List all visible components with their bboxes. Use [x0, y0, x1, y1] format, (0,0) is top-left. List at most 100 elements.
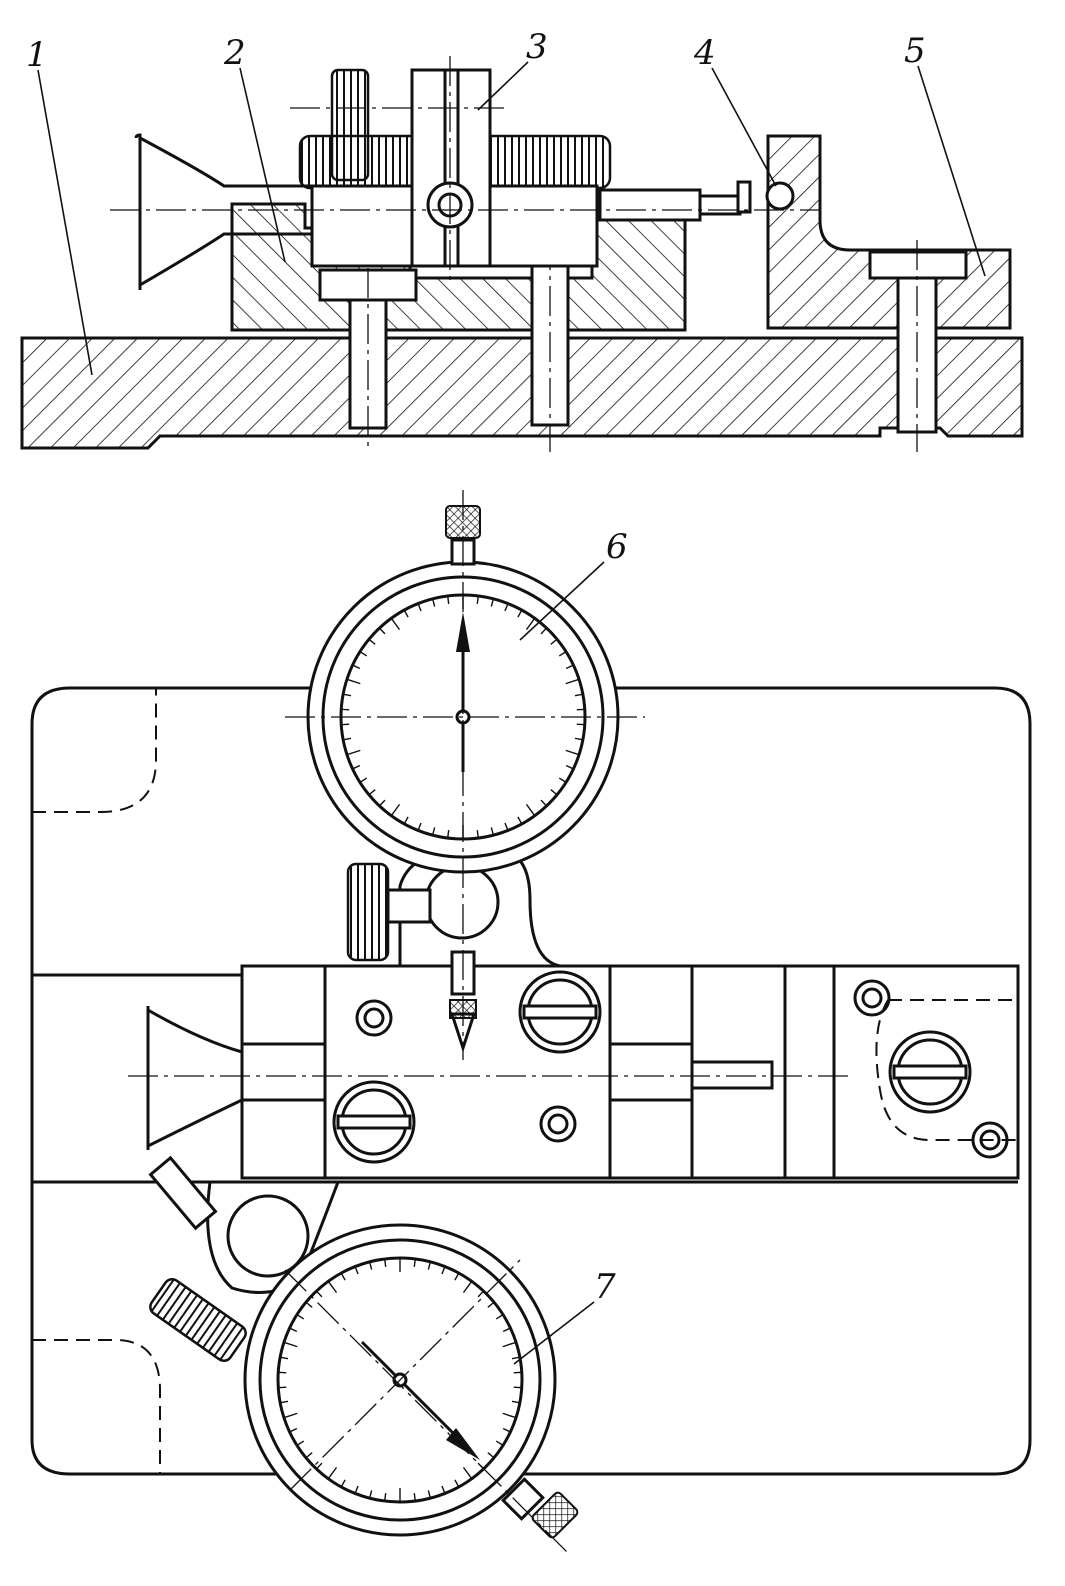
dial-tick — [487, 1301, 495, 1308]
dial-tick — [346, 749, 361, 756]
dial-tick — [384, 1258, 387, 1267]
plan-view — [30, 490, 1032, 1556]
callout-7: 7 — [594, 1267, 616, 1307]
dial-tick — [327, 1466, 338, 1480]
dial-tick — [447, 595, 450, 604]
dial-tick — [280, 1400, 289, 1404]
dial-tick — [390, 617, 401, 631]
screw-right-head — [868, 250, 968, 280]
dial-tick — [565, 678, 580, 685]
dial-tick — [565, 749, 580, 756]
dial-tick — [305, 1452, 313, 1459]
dial-tick — [283, 1341, 298, 1348]
dial-tick — [378, 799, 386, 807]
dial-tick — [280, 1356, 289, 1360]
dial-tick — [558, 777, 567, 783]
dial-tick — [574, 693, 583, 697]
dial-tick — [502, 1427, 511, 1433]
dial-tick — [431, 827, 436, 836]
dial-tick — [462, 1466, 473, 1480]
dial-tick — [441, 1266, 446, 1275]
dial-tick — [513, 1371, 522, 1374]
dial-tick — [278, 1386, 287, 1389]
callout-4: 4 — [693, 33, 716, 73]
dial-tick — [477, 1290, 485, 1298]
dial-tick — [576, 723, 585, 726]
dial-tick — [525, 617, 536, 631]
dial-tick — [296, 1314, 305, 1320]
holder-post — [410, 68, 492, 268]
dial-tick — [576, 708, 585, 711]
dial-tick — [525, 803, 536, 817]
dial-tick — [359, 651, 368, 657]
callout-5: 5 — [904, 31, 926, 71]
callout-3: 3 — [526, 27, 548, 67]
dial-tick — [413, 1493, 416, 1502]
dial-tick — [354, 1266, 359, 1275]
dial-tick — [346, 678, 361, 685]
screw-heads-plan — [332, 970, 1009, 1164]
dial-tick — [340, 1272, 346, 1281]
dial-tick — [427, 1261, 432, 1270]
dial-tick — [343, 693, 352, 697]
dial-tick — [403, 609, 409, 618]
dial-tick — [352, 764, 361, 770]
dial-tick — [289, 1327, 298, 1333]
dial-tick — [490, 827, 495, 836]
dial-tick — [476, 830, 479, 839]
dial-tick — [540, 627, 548, 635]
dial-tick — [502, 1327, 511, 1333]
base-plate-plan — [30, 686, 1032, 1476]
clamp-knob-top — [346, 862, 390, 962]
dial-tick — [490, 598, 495, 607]
callout-1: 1 — [26, 35, 48, 75]
probe-rod — [598, 188, 702, 222]
dial-tick — [502, 1341, 517, 1348]
dial-tick — [495, 1314, 504, 1320]
dial-tick — [384, 1493, 387, 1502]
dial-tick — [502, 1412, 517, 1419]
dial-tick — [417, 603, 422, 612]
dial-indicator-7 — [243, 1223, 579, 1556]
dial-tick — [511, 1356, 520, 1360]
dial-tick — [417, 822, 422, 831]
dial-tick — [558, 651, 567, 657]
specimen-section — [134, 133, 312, 290]
dial-tick — [341, 723, 350, 726]
clamp-knob-bottom — [149, 1277, 247, 1363]
ball-tip — [765, 181, 795, 211]
dial-tick — [340, 1479, 346, 1488]
bracket-section — [766, 134, 1012, 330]
dial-tick — [413, 1258, 416, 1267]
dial-tick — [476, 595, 479, 604]
callout-6: 6 — [606, 527, 628, 567]
dial-tick — [504, 603, 509, 612]
probe-rod-plan — [690, 1060, 774, 1090]
dial-tick — [378, 627, 386, 635]
dial-tick — [495, 1440, 504, 1446]
dial-tick — [462, 1280, 473, 1294]
dial-tick — [368, 1490, 373, 1499]
dial-tick — [296, 1440, 305, 1446]
dial-tick — [565, 764, 574, 770]
dial-tick — [278, 1371, 287, 1374]
dial-tick — [390, 803, 401, 817]
dial-tick — [427, 1490, 432, 1499]
dial-tick — [343, 737, 352, 741]
dial-tick — [454, 1272, 460, 1281]
dial-tick — [574, 737, 583, 741]
dial-tick — [283, 1412, 298, 1419]
dial-indicator-6 — [285, 490, 645, 1060]
dial-tick — [511, 1400, 520, 1404]
dial-tick — [354, 1485, 359, 1494]
thumb-screw — [330, 68, 370, 182]
dial-tick — [315, 1462, 323, 1470]
dial-tick — [368, 638, 376, 645]
dial-tick — [305, 1301, 313, 1308]
dial-tick — [513, 1386, 522, 1389]
dial-tick — [368, 1261, 373, 1270]
dial-tick — [403, 816, 409, 825]
dial-tick — [517, 609, 523, 618]
dial-tick — [565, 664, 574, 670]
